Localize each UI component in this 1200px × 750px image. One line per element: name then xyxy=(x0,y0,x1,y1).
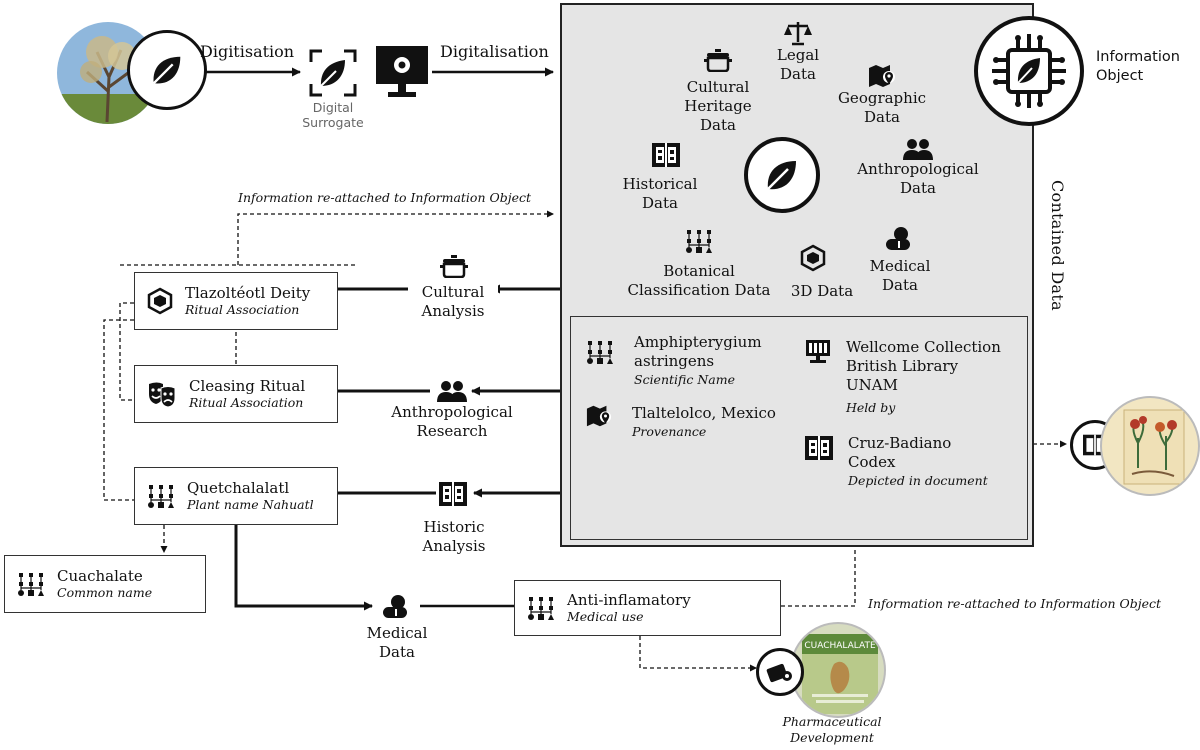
taxonomy-tree-icon xyxy=(18,573,44,596)
common-name-title: Cuachalate xyxy=(57,567,143,585)
held-by-sub: Held by xyxy=(846,400,896,415)
library-computer-icon xyxy=(806,340,830,363)
map-pin-icon xyxy=(586,405,612,427)
medical-data-label: Medical Data xyxy=(366,624,428,661)
map-pin-icon xyxy=(869,65,895,87)
pharma-product-image: CUACHALALATE xyxy=(790,622,886,718)
plant-to-medical-arrow xyxy=(234,525,373,611)
plant-name-sub: Plant name Nahuatl xyxy=(187,497,314,512)
reattach-note-bottom: Information re-attached to Information O… xyxy=(868,596,1162,611)
common-name-node: Cuachalate Common name xyxy=(4,555,206,613)
botanical-classification-label: Botanical Classification Data xyxy=(627,262,771,299)
held-by-title: Wellcome Collection British Library UNAM xyxy=(846,338,1001,394)
deity-sub: Ritual Association xyxy=(185,302,300,317)
pills-icon xyxy=(383,595,407,618)
codex-icon xyxy=(439,482,467,506)
cube-icon xyxy=(147,287,173,315)
people-icon xyxy=(903,139,933,160)
medical-data-spoke-label: Medical Data xyxy=(869,257,931,294)
digital-surrogate-label: Digital Surrogate xyxy=(302,100,364,130)
plant-source-circle xyxy=(127,30,207,110)
deity-node: Tlazoltéotl Deity Ritual Association xyxy=(134,272,338,330)
reattach-note-top: Information re-attached to Information O… xyxy=(238,190,532,205)
scientific-name-sub: Scientific Name xyxy=(634,372,735,387)
provenance-sub: Provenance xyxy=(632,424,707,439)
information-object-circle xyxy=(974,16,1084,126)
cooking-pot-icon xyxy=(440,255,468,278)
codex-sub: Depicted in document xyxy=(848,473,988,488)
hub-leaf-circle xyxy=(744,137,820,213)
deity-title: Tlazoltéotl Deity xyxy=(185,284,311,302)
pharma-circle xyxy=(756,648,804,696)
digitisation-label: Digitisation xyxy=(200,42,295,61)
taxonomy-tree-icon xyxy=(148,485,174,508)
pharma-label: Pharmaceutical Development xyxy=(782,714,882,745)
threed-data-label: 3D Data xyxy=(790,282,854,300)
pills-bottle-icon xyxy=(766,663,792,683)
cultural-analysis-label: Cultural Analysis xyxy=(408,283,498,321)
information-object-panel xyxy=(560,3,1034,547)
anti-to-pharma-arrow xyxy=(639,636,757,672)
scales-icon xyxy=(784,22,812,46)
codex-entry: Cruz-Badiano Codex Depicted in document xyxy=(804,434,1024,489)
contained-data-box xyxy=(570,316,1028,540)
codex-title: Cruz-Badiano Codex xyxy=(848,434,952,471)
digitalisation-label: Digitalisation xyxy=(440,42,549,61)
ritual-sub: Ritual Association xyxy=(189,395,304,410)
scientific-name-title: Amphipterygium astringens xyxy=(634,333,762,370)
scientific-name-entry: Amphipterygium astringens Scientific Nam… xyxy=(586,333,796,388)
taxonomy-tree-icon xyxy=(528,597,554,620)
contained-data-label: Contained Data xyxy=(1048,180,1067,311)
theater-masks-icon xyxy=(149,382,176,408)
information-object-label: Information Object xyxy=(1096,49,1180,84)
codex-icon xyxy=(652,143,680,167)
historical-data-label: Historical Data xyxy=(622,175,698,212)
digital-surrogate-icon xyxy=(309,49,357,97)
chip-leaf-icon xyxy=(992,34,1066,108)
left-group-bracket xyxy=(119,302,134,401)
leaf-icon xyxy=(152,56,181,85)
codex-page-image xyxy=(1100,396,1200,496)
bottle-brand-text: CUACHALALATE xyxy=(804,641,876,651)
monitor-icon xyxy=(376,46,428,97)
reattach-top-to-panel xyxy=(237,210,554,265)
ritual-node: Cleasing Ritual Ritual Association xyxy=(134,365,338,423)
codex-icon xyxy=(805,436,833,460)
historic-analysis-label: Historic Analysis xyxy=(422,518,486,555)
legal-data-label: Legal Data xyxy=(776,46,820,83)
left-long-bracket xyxy=(103,319,134,501)
leaf-icon xyxy=(767,161,796,190)
pills-icon xyxy=(886,227,910,250)
held-by-entry: Wellcome Collection British Library UNAM… xyxy=(804,338,1024,416)
plant-name-node: Quetchalalatl Plant name Nahuatl xyxy=(134,467,338,525)
taxonomy-tree-icon xyxy=(686,230,712,253)
anthropological-research-label: Anthropological Research xyxy=(391,403,513,440)
anti-to-panel-arrow xyxy=(781,526,859,607)
people-icon xyxy=(437,381,467,402)
anthropological-data-label: Anthropological Data xyxy=(857,160,979,197)
provenance-entry: Tlaltelolco, Mexico Provenance xyxy=(586,404,796,440)
anti-inflamatory-title: Anti-inflamatory xyxy=(567,591,691,609)
common-name-sub: Common name xyxy=(57,585,153,600)
geographic-data-label: Geographic Data xyxy=(837,89,927,126)
plant-name-title: Quetchalalatl xyxy=(187,479,290,497)
taxonomy-tree-icon xyxy=(587,341,613,364)
cooking-pot-icon xyxy=(704,49,732,72)
anti-inflamatory-node: Anti-inflamatory Medical use xyxy=(514,580,781,636)
ritual-title: Cleasing Ritual xyxy=(189,377,306,395)
provenance-title: Tlaltelolco, Mexico xyxy=(632,404,776,422)
anti-inflamatory-sub: Medical use xyxy=(567,609,644,624)
cube-icon xyxy=(800,244,826,272)
cultural-heritage-label: Cultural Heritage Data xyxy=(684,78,752,134)
